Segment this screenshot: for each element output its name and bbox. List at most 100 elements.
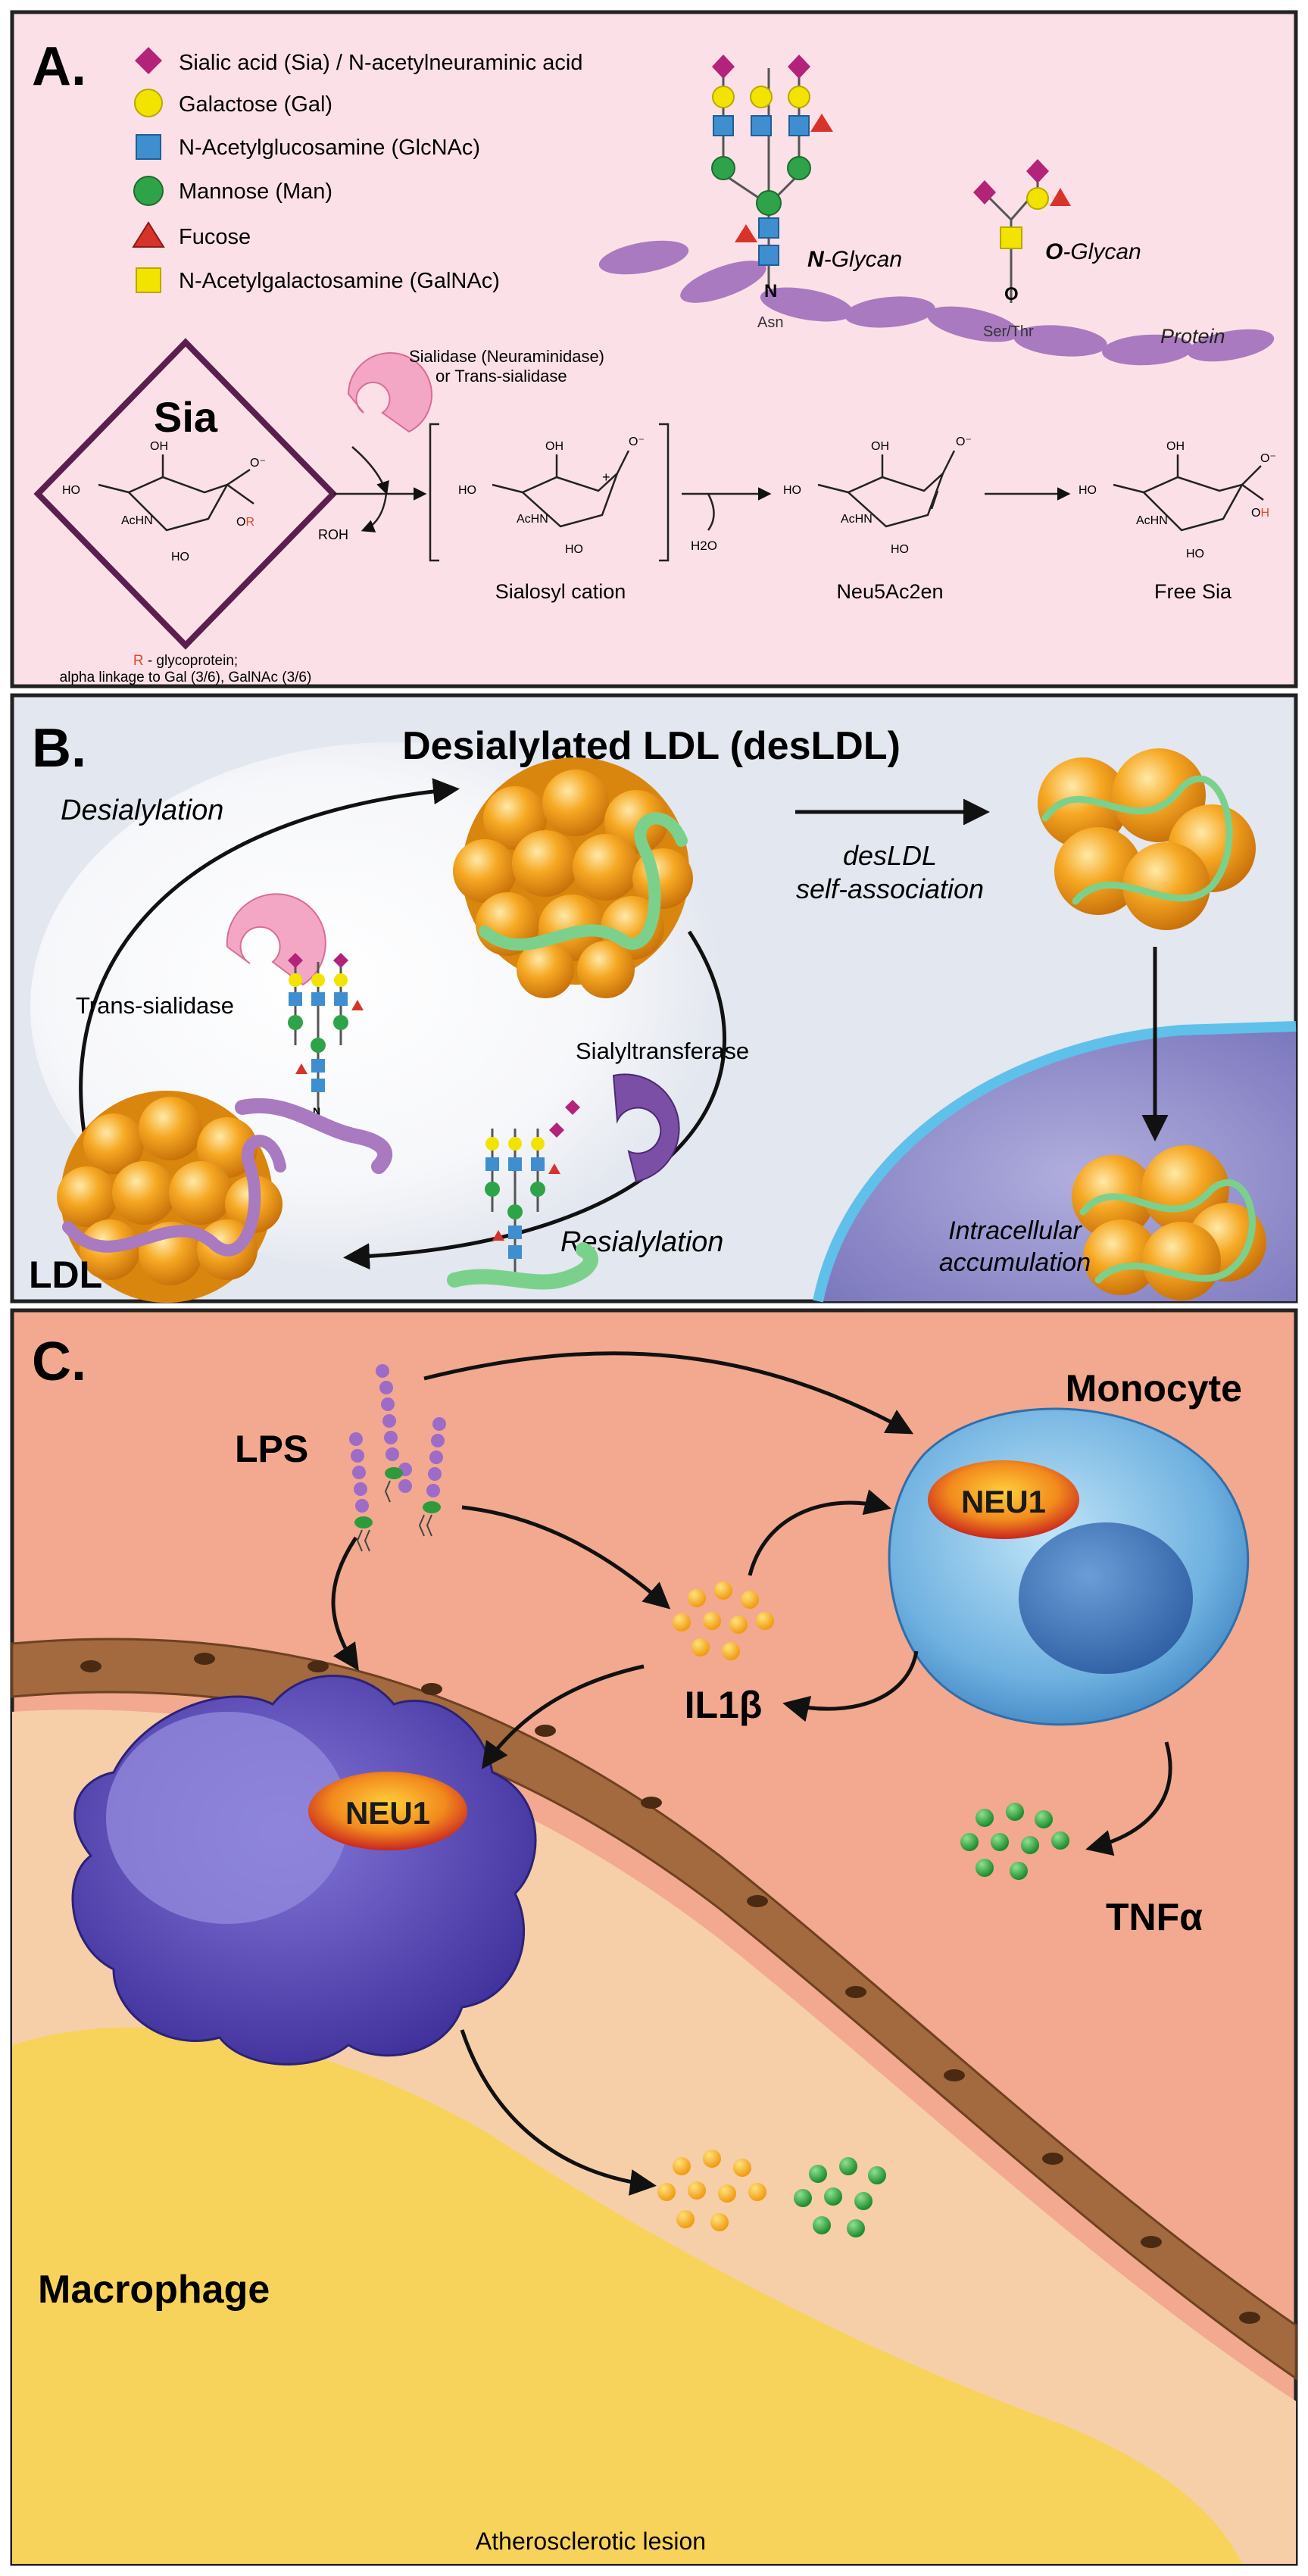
cation-plus: +	[602, 470, 610, 485]
free-o-minus: O⁻	[1260, 452, 1276, 465]
sialyltransferase-label: Sialyltransferase	[576, 1038, 749, 1064]
free-oh-1: OH	[1166, 440, 1185, 453]
cation-achn: AcHN	[517, 513, 548, 526]
bracket-left	[429, 423, 439, 562]
macrophage-label: Macrophage	[38, 2268, 270, 2312]
macrophage-neu1-label: NEU1	[345, 1795, 430, 1831]
mannose-circle-icon	[133, 176, 164, 206]
lps-molecules	[349, 1364, 446, 1552]
free-oh-2: OH	[1251, 507, 1269, 520]
h2o-curve	[707, 493, 715, 531]
monocyte-to-il1b-arrow	[782, 1650, 919, 1722]
intracellular-line2: accumulation	[939, 1248, 1091, 1277]
atherosclerotic-lesion-area	[12, 2027, 1242, 2564]
resialylation-arrow	[343, 930, 726, 1270]
protein-label: Protein	[1160, 325, 1225, 348]
ldl-label: LDL	[29, 1254, 102, 1296]
trans-sialidase-glycan	[288, 953, 364, 1121]
released-il1b	[657, 2150, 766, 2231]
intracellular-line1: Intracellular	[948, 1216, 1082, 1245]
monocyte-to-tnfa-arrow	[1085, 1741, 1172, 1856]
legend-label-glcnac: N-Acetylglucosamine (GlcNAc)	[179, 136, 480, 160]
n-glycan-n-atom: N	[764, 281, 777, 301]
legend-label-galactose: Galactose (Gal)	[179, 92, 332, 117]
sia-ho-2: HO	[171, 551, 189, 564]
panel-a: A. Sialic acid (Sia) / N-acetylneuramini…	[10, 10, 1298, 688]
monocyte-nucleus	[1019, 1522, 1193, 1674]
galactose-circle-icon	[134, 89, 163, 117]
asn-label: Asn	[757, 314, 783, 331]
neu-oh-1: OH	[871, 440, 889, 453]
fucose-triangle-icon	[132, 221, 165, 248]
il1b-label: IL1β	[685, 1684, 763, 1726]
free-ho-1: HO	[1079, 484, 1097, 497]
macrophage-release-arrow	[460, 2029, 657, 2196]
n-glycan-label: N-Glycan	[807, 247, 902, 272]
panel-b: B. Desialylated LDL (desLDL) Desialylati…	[10, 693, 1298, 1304]
free-achn: AcHN	[1136, 514, 1168, 527]
free-ho-2: HO	[1186, 548, 1204, 560]
sialosyl-cation-molecule	[492, 450, 630, 528]
sialyltransferase-glycan	[485, 1129, 560, 1280]
lps-to-macrophage-arrow	[331, 1536, 359, 1671]
lps-to-monocyte-arrow	[423, 1351, 914, 1435]
lesion-label: Atherosclerotic lesion	[476, 2528, 706, 2555]
sia-diamond-frame	[33, 338, 338, 650]
cation-o-minus: O⁻	[629, 436, 645, 448]
cation-oh-1: OH	[545, 440, 563, 453]
sia-ho-1: HO	[62, 484, 80, 497]
free-sia-molecule	[1113, 454, 1264, 532]
glcnac-square-icon	[136, 134, 161, 160]
sia-molecule	[98, 454, 254, 532]
enzyme-curve-arrow	[351, 446, 389, 495]
il1b-cluster	[673, 1582, 774, 1660]
neu5ac2en-molecule	[817, 450, 956, 528]
il1b-to-monocyte-arrow	[748, 1489, 891, 1576]
self-association-line1: desLDL	[843, 840, 937, 871]
o-glycan-structure	[973, 159, 1071, 303]
r-note-line1: R - glycoprotein;	[133, 653, 238, 669]
neu-ho-2: HO	[891, 543, 909, 556]
macrophage-neu1-ellipse	[308, 1772, 467, 1850]
sialyltransferase-enzyme-icon	[612, 1073, 680, 1183]
sialic-acid-diamond-icon	[135, 47, 162, 74]
panel-c: C. LPS Monocyte NEU1 IL1β	[10, 1308, 1298, 2566]
neu-achn: AcHN	[841, 513, 873, 526]
monocyte-label: Monocyte	[1066, 1367, 1242, 1410]
bracket-right	[659, 423, 670, 562]
lps-label: LPS	[235, 1428, 308, 1470]
trans-sialidase-protein	[235, 1098, 393, 1174]
legend-label-fucose: Fucose	[179, 225, 251, 249]
desialylation-label: Desialylation	[61, 795, 223, 826]
macrophage-nucleus	[106, 1712, 348, 1924]
neu5ac2en-label: Neu5Ac2en	[836, 580, 943, 603]
monocyte-neu1-ellipse	[928, 1460, 1079, 1539]
free-sia-label: Free Sia	[1154, 580, 1232, 603]
desldl-aggregate	[1038, 748, 1256, 930]
sia-title: Sia	[154, 393, 218, 441]
legend-label-galnac: N-Acetylgalactosamine (GalNAc)	[179, 269, 500, 293]
sialidase-enzyme-icon	[347, 352, 432, 433]
il1b-to-macrophage-arrow	[481, 1664, 645, 1769]
protein-chain	[598, 240, 1275, 366]
monocyte-neu1-label: NEU1	[961, 1484, 1046, 1519]
panel-b-letter: B.	[32, 718, 86, 779]
glycan-legend: Sialic acid (Sia) / N-acetylneuraminic a…	[132, 47, 582, 293]
neu-ho-1: HO	[783, 484, 801, 497]
ser-thr-label: Ser/Thr	[983, 323, 1034, 340]
roh-label: ROH	[318, 527, 348, 542]
sia-oh-1: OH	[150, 440, 168, 453]
h2o-label: H2O	[691, 539, 717, 553]
trans-sialidase-label: Trans-sialidase	[76, 992, 234, 1019]
o-glycan-label: O-Glycan	[1045, 239, 1141, 264]
sialyltransferase-protein	[447, 1242, 598, 1290]
ldl-particle	[57, 1091, 286, 1303]
legend-label-mannose: Mannose (Man)	[179, 180, 332, 204]
roh-curve-arrow	[361, 493, 388, 532]
panel-b-title: Desialylated LDL (desLDL)	[402, 724, 901, 768]
sialidase-line1: Sialidase (Neuraminidase)	[409, 347, 604, 366]
cation-ho-2: HO	[565, 543, 583, 556]
n-glycan-structure	[711, 55, 833, 288]
tnfa-cluster	[960, 1803, 1069, 1880]
panel-c-letter: C.	[32, 1332, 86, 1392]
